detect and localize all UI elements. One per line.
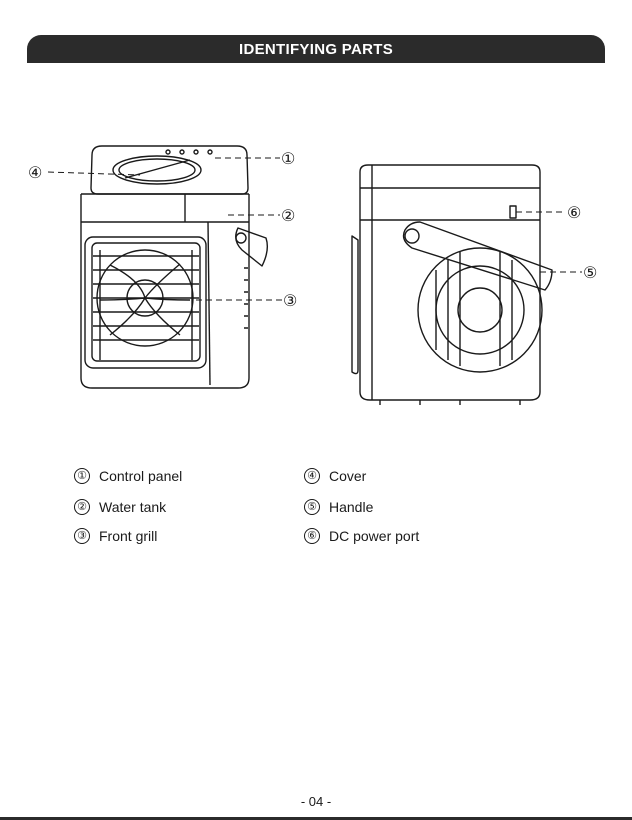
legend-number: ⑥ [304, 528, 320, 544]
legend-number: ⑤ [304, 499, 320, 515]
legend-label: DC power port [329, 528, 419, 544]
side-view-drawing [352, 165, 552, 405]
legend-number: ③ [74, 528, 90, 544]
legend-label: Front grill [99, 528, 157, 544]
legend-number: ① [74, 468, 90, 484]
callout-3: ③ [283, 293, 297, 310]
legend-label: Handle [329, 499, 373, 515]
legend-item-dc-power-port: ⑥ DC power port [304, 526, 419, 546]
callout-5: ⑤ [583, 265, 597, 282]
legend-item-front-grill: ③ Front grill [74, 526, 157, 546]
legend-label: Water tank [99, 499, 166, 515]
legend-label: Control panel [99, 468, 182, 484]
callout-6: ⑥ [567, 205, 581, 222]
callout-2: ② [281, 208, 295, 225]
legend-item-water-tank: ② Water tank [74, 497, 166, 517]
page-number: - 04 - [0, 794, 632, 809]
legend-label: Cover [329, 468, 366, 484]
legend-number: ④ [304, 468, 320, 484]
callout-1: ① [281, 151, 295, 168]
product-illustration: ① ② ③ ④ ⑤ ⑥ [0, 0, 632, 420]
front-view-drawing [81, 146, 267, 388]
callout-4: ④ [28, 165, 42, 182]
legend-item-control-panel: ① Control panel [74, 466, 182, 486]
legend-item-cover: ④ Cover [304, 466, 366, 486]
legend-item-handle: ⑤ Handle [304, 497, 373, 517]
legend-number: ② [74, 499, 90, 515]
